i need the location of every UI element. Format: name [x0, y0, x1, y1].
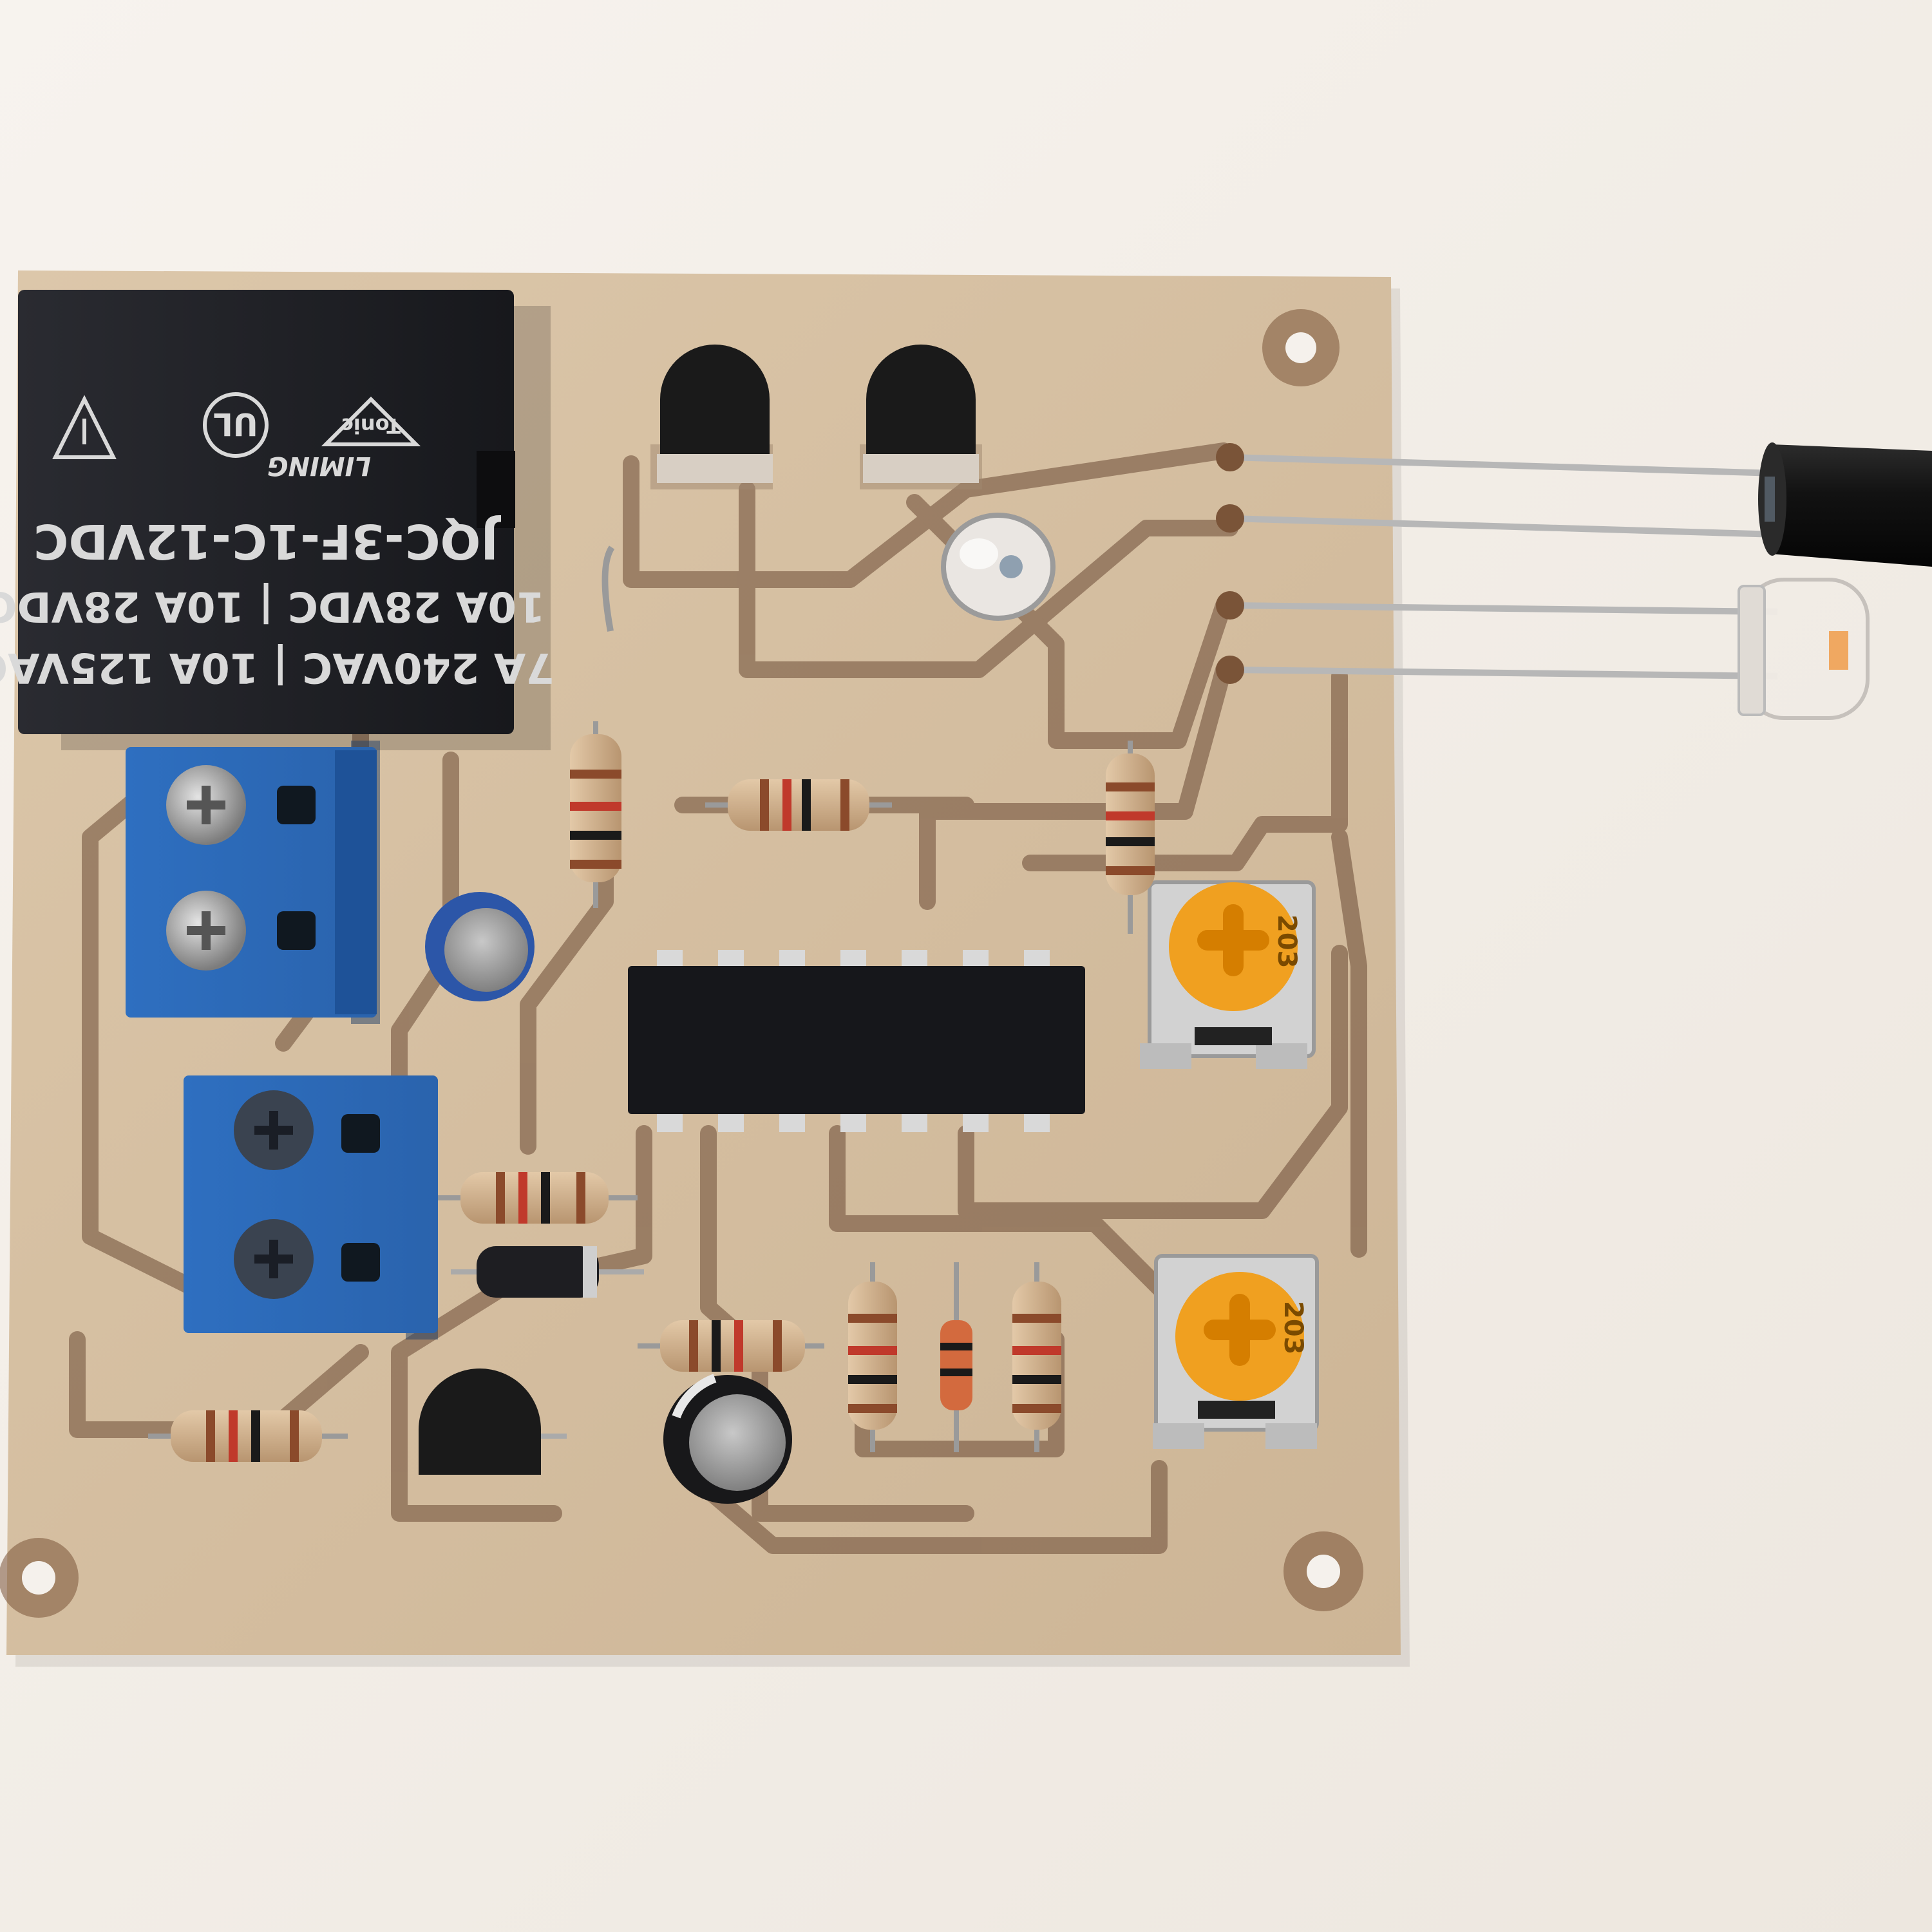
relay-rating-1: 7A 240VAC | 10A 125VAC [0, 643, 554, 691]
diode [451, 1246, 644, 1298]
led-clear [941, 513, 1056, 621]
trimmer-bottom: 203 [1153, 1254, 1319, 1449]
ir-led-external [1738, 578, 1870, 720]
relay-model: JQC-3F-1C-12VDC [33, 513, 502, 569]
resistor-r1 [705, 779, 892, 831]
capacitor-electrolytic-1 [425, 892, 535, 1001]
transistor-q2 [860, 345, 982, 489]
resistor-r2 [570, 721, 621, 908]
resistor-r5 [638, 1320, 824, 1372]
transistor-q1 [650, 345, 773, 489]
mounting-holes [22, 332, 1340, 1595]
resistor-r7 [848, 1262, 897, 1452]
board-header-pins [1216, 443, 1244, 684]
resistor-r8 [1012, 1262, 1061, 1452]
relay-logo: Tonic [321, 396, 421, 446]
resistor-r3 [1106, 741, 1155, 934]
capacitor-electrolytic-2 [663, 1374, 792, 1504]
relay: 7A 240VAC | 10A 125VAC 10A 28VDC | 10A 2… [0, 290, 554, 750]
ul-mark-icon: UL [203, 392, 269, 458]
resistor-r6 [148, 1410, 348, 1462]
trimmer-top: 203 [1140, 880, 1316, 1069]
wire-link [601, 545, 615, 632]
terminal-block-2 [184, 1075, 438, 1340]
zener-diode [940, 1262, 972, 1452]
svg-text:UL: UL [213, 406, 258, 442]
photodiode-cable [1758, 442, 1932, 567]
relay-rating-2: 10A 28VDC | 10A 28VDC [0, 582, 545, 630]
relay-logo-text: Tonic [341, 413, 401, 438]
relay-brand: LIMING [267, 451, 371, 480]
sensor-leads [1229, 454, 1778, 679]
trimmer-bottom-code: 203 [1278, 1301, 1308, 1355]
ic-dip14 [628, 950, 1085, 1132]
trimmer-top-code: 203 [1272, 914, 1302, 969]
warning-triangle-icon [52, 395, 117, 459]
transistor-q3 [419, 1368, 567, 1475]
terminal-block-1 [126, 741, 380, 1024]
resistor-r4 [438, 1172, 638, 1224]
resistors [148, 721, 1155, 1462]
